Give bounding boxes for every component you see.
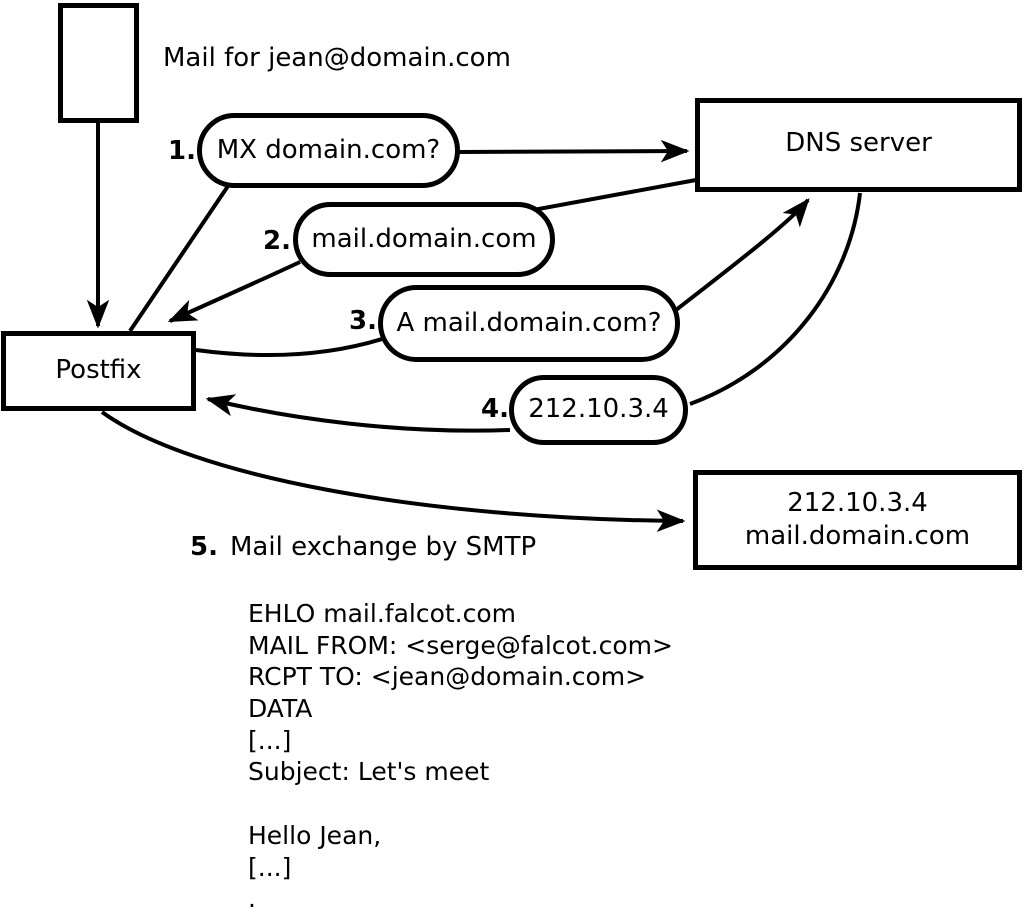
step-3-number: 3. — [349, 306, 377, 337]
arrow-postfix-to-mail-server — [100, 410, 686, 533]
smtp-line: Hello Jean, — [248, 820, 382, 850]
smtp-line — [248, 788, 673, 820]
smtp-line: Subject: Let's meet — [248, 757, 490, 787]
postfix-box — [1, 331, 196, 411]
postfix-label: Postfix — [55, 355, 142, 386]
step-5-number: 5. — [190, 532, 218, 563]
arrow-query1-to-dns — [458, 139, 690, 163]
smtp-line: MAIL FROM: <serge@falcot.com> — [248, 630, 673, 660]
line-postfix-to-query1 — [128, 184, 230, 333]
mail-server-label: 212.10.3.4 mail.domain.com — [693, 470, 1022, 570]
query3-pill — [378, 285, 680, 362]
mail-server-hostname: mail.domain.com — [744, 521, 971, 551]
response2-pill — [293, 202, 555, 277]
mail-server-box — [693, 470, 1022, 570]
step-4-number: 4. — [481, 394, 509, 425]
query1-label: MX domain.com? — [216, 134, 441, 165]
dns-server-box — [695, 98, 1022, 192]
step-2-number: 2. — [263, 226, 291, 257]
smtp-session-text: EHLO mail.falcot.com MAIL FROM: <serge@f… — [248, 598, 673, 915]
smtp-line: [...] — [248, 852, 292, 882]
line-postfix-to-query3 — [195, 337, 383, 358]
arrow-response4-to-postfix — [205, 394, 511, 433]
response2-label: mail.domain.com — [311, 223, 537, 254]
smtp-line: EHLO mail.falcot.com — [248, 599, 517, 628]
dns-server-label: DNS server — [785, 128, 932, 159]
step-1-number: 1. — [168, 136, 196, 167]
query3-label: A mail.domain.com? — [396, 307, 662, 338]
step-5-label: Mail exchange by SMTP — [230, 532, 537, 563]
line-dns-to-response4 — [689, 192, 862, 406]
mail-server-ip: 212.10.3.4 — [787, 488, 928, 518]
smtp-line: DATA — [248, 694, 313, 724]
envelope-box — [58, 3, 139, 123]
arrow-query3-to-dns — [674, 198, 810, 312]
query1-pill — [197, 113, 460, 188]
annotation-mail-for: Mail for jean@domain.com — [163, 43, 511, 74]
arrow-response2-to-postfix — [167, 260, 301, 323]
smtp-line: RCPT TO: <jean@domain.com> — [248, 662, 647, 692]
response4-label: 212.10.3.4 — [528, 394, 669, 425]
response4-pill — [509, 375, 688, 445]
smtp-line: . — [248, 884, 256, 914]
smtp-line: [...] — [248, 725, 292, 755]
